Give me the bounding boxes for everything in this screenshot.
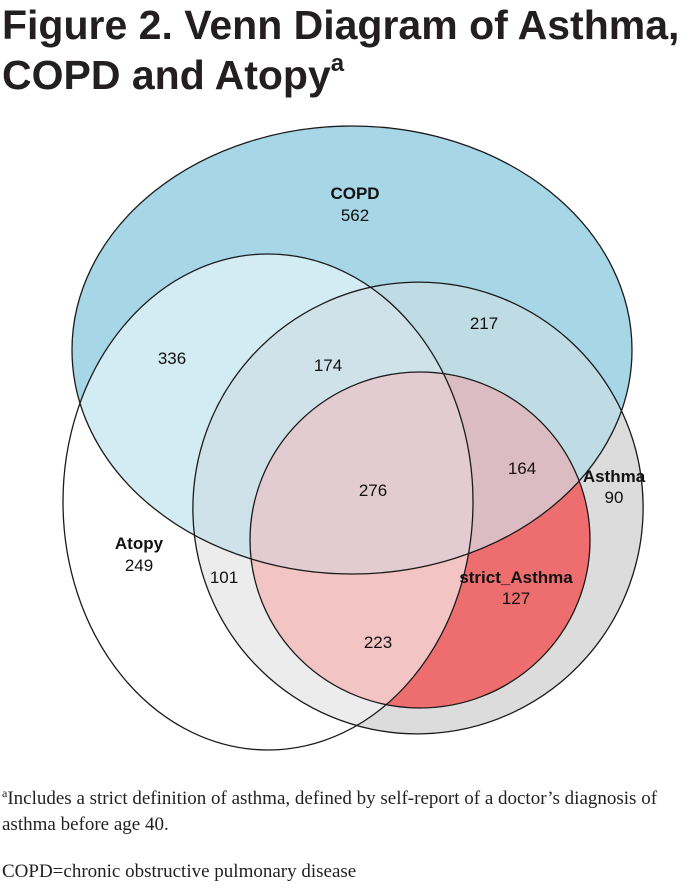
atopy-asthma-count: 101 (210, 568, 238, 587)
asthma-count: 90 (605, 488, 624, 507)
atopy-strict-count: 223 (364, 633, 392, 652)
atopy-count: 249 (125, 556, 153, 575)
footnote-definition-text: Includes a strict definition of asthma, … (2, 788, 658, 835)
footnote-marker: a (2, 786, 8, 800)
figure-title-superscript: a (330, 50, 345, 77)
copd-asthma-count: 217 (470, 314, 498, 333)
asthma-outline (192, 281, 644, 735)
copd-atopy-asthma-count: 174 (314, 356, 342, 375)
asthma-label: Asthma (583, 467, 646, 486)
copd-count: 562 (341, 206, 369, 225)
atopy-outline (62, 253, 474, 751)
copd-label: COPD (330, 184, 379, 203)
copd-outline (71, 125, 633, 575)
figure-title-text: Figure 2. Venn Diagram of Asthma, COPD a… (2, 2, 680, 98)
atopy-label: Atopy (115, 534, 164, 553)
copd-atopy-strict-overlap (250, 372, 473, 574)
strict-asthma-count: 127 (502, 589, 530, 608)
copd-strict-count: 164 (508, 459, 536, 478)
footnote-definition: aIncludes a strict definition of asthma,… (2, 786, 692, 838)
copd-atopy-count: 336 (158, 349, 186, 368)
figure-title: Figure 2. Venn Diagram of Asthma, COPD a… (2, 0, 698, 100)
footnote-abbreviation: COPD=chronic obstructive pulmonary disea… (2, 861, 357, 882)
copd-atopy-strict-count: 276 (359, 481, 387, 500)
strict-asthma-outline (249, 371, 591, 709)
strict-asthma-label: strict_Asthma (459, 568, 573, 587)
